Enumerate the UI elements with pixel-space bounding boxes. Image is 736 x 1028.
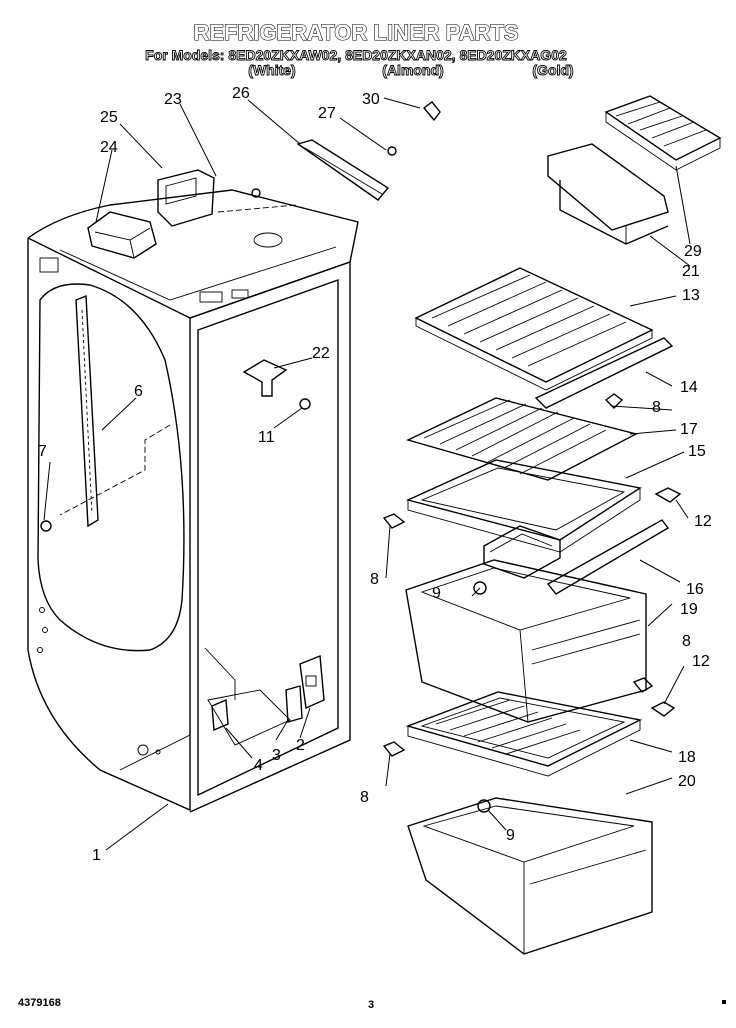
callout-30: 30 (362, 91, 380, 108)
screw-27 (387, 146, 397, 156)
fastener-9b (477, 799, 491, 813)
light-bracket (157, 169, 215, 227)
callout-9a: 9 (432, 585, 441, 602)
callout-6: 6 (134, 383, 143, 400)
screw-23 (251, 188, 261, 198)
callout-21: 21 (682, 263, 700, 280)
fastener-9a (473, 581, 487, 595)
callout-8b: 8 (370, 571, 379, 588)
bracket-4 (211, 698, 229, 732)
callout-29: 29 (684, 243, 702, 260)
trim-strip-26 (296, 139, 390, 201)
callout-26: 26 (232, 85, 250, 102)
callout-18: 18 (678, 749, 696, 766)
callout-11: 11 (258, 429, 275, 446)
bracket-3 (285, 685, 303, 723)
refrigerator-liner (27, 189, 359, 813)
callout-8c: 8 (682, 633, 691, 650)
callout-12a: 12 (694, 513, 712, 530)
fastener-12b (650, 701, 676, 717)
color-white-label: (White) (248, 62, 295, 78)
callout-13: 13 (682, 287, 700, 304)
fastener-8d (382, 741, 406, 757)
callout-14: 14 (680, 379, 698, 396)
light-housing (87, 211, 157, 259)
callout-4: 4 (254, 757, 263, 774)
cover-trim-16 (546, 519, 670, 595)
callout-24: 24 (100, 139, 118, 156)
callout-15: 15 (688, 443, 706, 460)
callout-22: 22 (312, 345, 330, 362)
callout-23: 23 (164, 91, 182, 108)
callout-8a: 8 (652, 399, 661, 416)
crisper-cover-18 (405, 691, 643, 777)
screw-7 (40, 520, 52, 532)
fastener-12a (654, 487, 682, 503)
callout-27: 27 (318, 105, 336, 122)
callout-7: 7 (38, 443, 47, 460)
callout-20: 20 (678, 773, 696, 790)
callout-16: 16 (686, 581, 704, 598)
callout-2: 2 (296, 737, 305, 754)
callout-labels: 1 2 3 4 6 7 8 8 8 8 9 9 11 12 12 13 14 1… (38, 85, 712, 864)
shelf-trim-14 (534, 337, 674, 409)
shelf-ladder-6 (75, 294, 99, 528)
wire-shelf-17 (406, 397, 638, 481)
wire-shelf-13 (414, 267, 654, 391)
fastener-8a (604, 393, 624, 409)
callout-9b: 9 (506, 827, 515, 844)
color-gold-label: (Gold) (532, 62, 573, 78)
part-number: 4379168 (18, 997, 61, 1009)
color-almond-label: (Almond) (382, 62, 443, 78)
callout-3: 3 (272, 747, 281, 764)
ice-bin (547, 143, 669, 245)
models-line: For Models: 8ED20ZKXAW02, 8ED20ZKXAN02, … (145, 47, 567, 63)
fastener-8b (382, 513, 406, 529)
callout-19: 19 (680, 601, 698, 618)
clip-30 (422, 101, 441, 122)
crisper-drawer-20 (407, 797, 653, 955)
bracket-22 (242, 359, 288, 397)
bracket-2 (299, 655, 325, 710)
diagram-title: REFRIGERATOR LINER PARTS (193, 20, 518, 45)
callout-17: 17 (680, 421, 698, 438)
callout-8d: 8 (360, 789, 369, 806)
callout-1: 1 (92, 847, 101, 864)
callout-25: 25 (100, 109, 118, 126)
screw-11 (299, 398, 311, 410)
page-number: 3 (368, 999, 374, 1011)
corner-mark (722, 1000, 726, 1004)
ice-tray (604, 95, 722, 171)
callout-12b: 12 (692, 653, 710, 670)
fastener-8c (632, 677, 654, 693)
leader-lines (43, 97, 691, 851)
